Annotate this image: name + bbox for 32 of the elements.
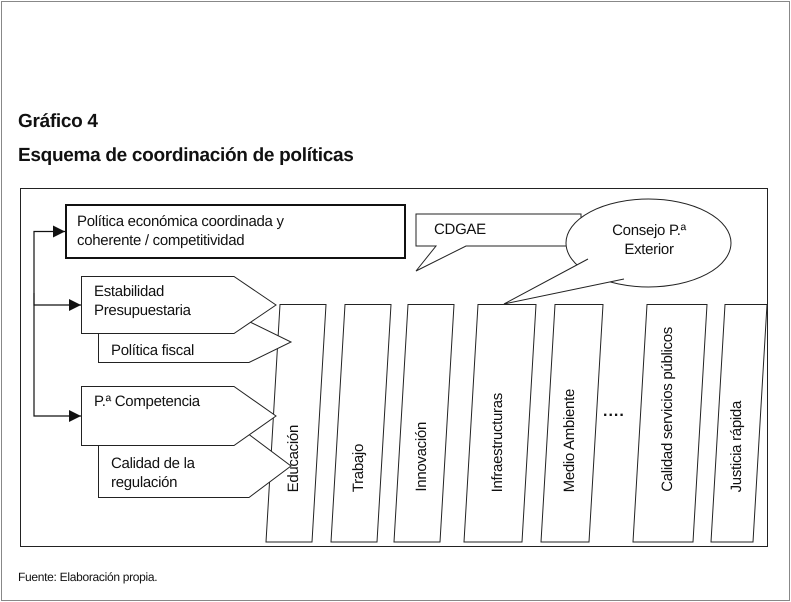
slanted-column [464,304,536,542]
slanted-column [711,304,767,542]
column-label: Medio Ambiente [560,388,579,492]
arrow [33,226,65,293]
slanted-column [331,304,391,542]
callout-text: CDGAE [434,220,486,239]
column-label: Infraestructuras [488,392,507,492]
diagram-frame [20,188,768,547]
source-note: Fuente: Elaboración propia. [18,569,158,586]
box-label: P.ª Competencia [94,392,202,411]
box-label: Política económica coordinada y coherente / competitividad [77,212,285,250]
figure-title: Esquema de coordinación de políticas [18,146,354,165]
column-label: Educación [284,424,303,492]
column-label: Trabajo [349,444,368,492]
slanted-column [394,304,454,542]
column-label: Innovación [412,422,431,492]
bubble-text: Consejo P.ª Exterior [611,221,688,259]
ellipsis-text: .... [603,402,625,421]
box-label: Estabilidad Presupuestaria [94,282,192,320]
policy-box [65,204,406,259]
slanted-column [633,304,707,542]
speech-callout [416,214,581,271]
column-label: Calidad servicios públicos [658,327,677,492]
arrow [33,293,81,422]
box-label: Política fiscal [111,341,196,360]
figure-number: Gráfico 4 [18,112,98,131]
box-label: Calidad de la regulación [111,454,196,492]
speech-bubble [504,199,731,304]
arrow-shaped-box [81,276,276,334]
column-label: Justicia rápida [727,400,746,492]
arrow-shaped-box [81,386,276,446]
slanted-column [266,304,326,542]
